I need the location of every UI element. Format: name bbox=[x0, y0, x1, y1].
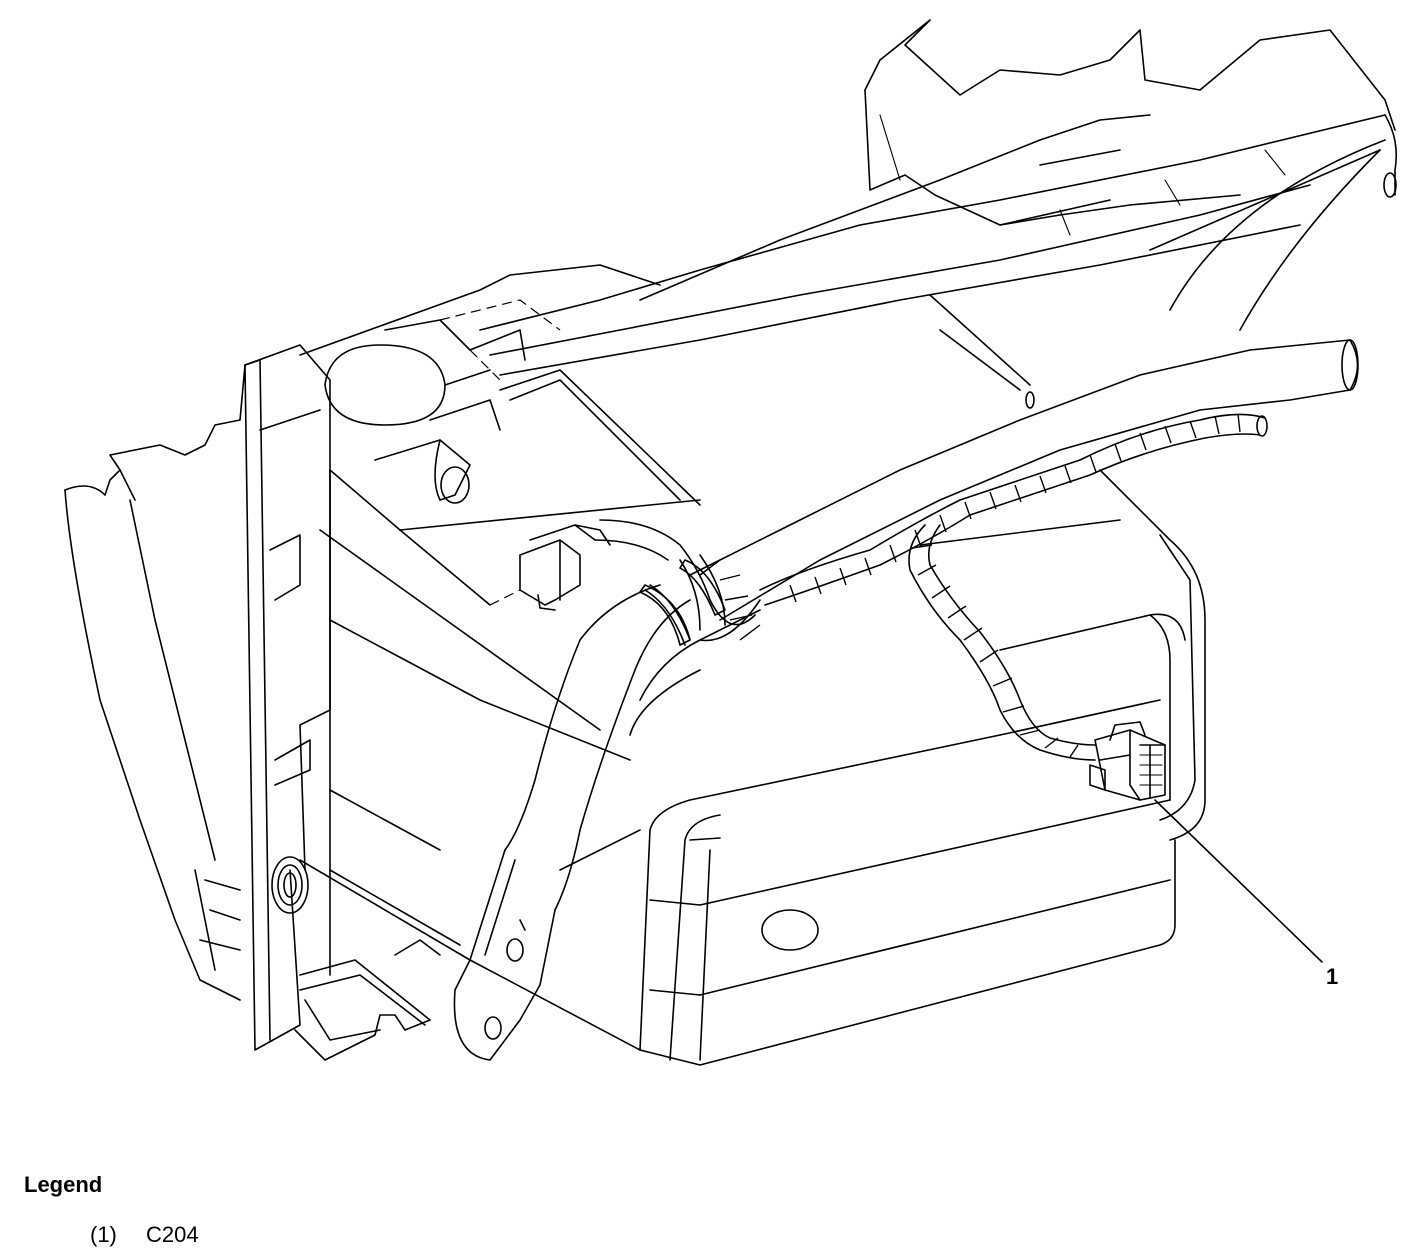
component-location-illustration: 1 bbox=[64, 19, 1398, 1066]
wiring-harness bbox=[594, 413, 1268, 761]
cross-car-beam bbox=[479, 114, 1398, 376]
heater-hose-tube bbox=[453, 584, 691, 1061]
left-side-panel bbox=[64, 359, 261, 1001]
blower-duct bbox=[324, 344, 501, 504]
callout-leader-line bbox=[1154, 799, 1323, 963]
legend: Legend (1) C204 bbox=[24, 1170, 624, 1247]
legend-item-number: (1) bbox=[90, 1222, 117, 1247]
vertical-bracket bbox=[244, 344, 331, 1051]
callout-number: 1 bbox=[1326, 964, 1338, 989]
hose-clamp bbox=[639, 559, 761, 646]
legend-title: Legend bbox=[24, 1172, 103, 1197]
cowl-structure bbox=[864, 19, 1396, 236]
legend-item: (1) C204 bbox=[90, 1222, 199, 1248]
dash-top-panel bbox=[299, 264, 1031, 606]
legend-item-text: C204 bbox=[146, 1222, 199, 1247]
upper-coolant-hose bbox=[679, 339, 1359, 631]
floor-bracket bbox=[294, 939, 441, 1061]
line-art-drawing: 1 bbox=[64, 19, 1398, 1066]
hvac-module-case bbox=[299, 469, 1206, 1066]
top-connector bbox=[519, 524, 611, 611]
connector-c204 bbox=[1089, 721, 1166, 801]
callout-1: 1 bbox=[1154, 799, 1338, 989]
